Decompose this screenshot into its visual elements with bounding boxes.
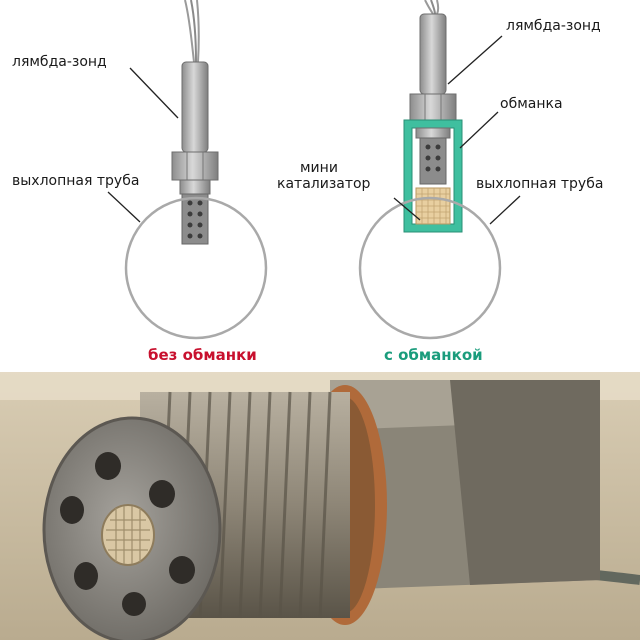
right-spacer-label: обманка [500,96,563,112]
right-exhaust-pipe-icon [358,196,502,340]
right-probe-tip-icon [419,137,447,185]
left-pipe-label: выхлопная труба [12,173,140,189]
right-pipe-leader-line [489,195,521,225]
right-pipe-label: выхлопная труба [476,176,604,192]
left-probe-tip-icon [181,193,209,245]
right-wires-icon [424,0,434,15]
right-mini-leader-line [393,197,421,221]
right-spacer-leader-line [459,111,499,149]
photo-catalyst-core-icon [101,504,155,566]
mini-catalyst-label-line1: мини [300,160,338,176]
right-lambda-leader-line [447,35,503,85]
right-sensor-assembly [358,0,521,340]
right-lambda-label: лямбда-зонд [506,18,601,34]
left-wires-icon [184,0,195,63]
left-lambda-label: лямбда-зонд [12,54,107,70]
right-hex-nut-icon [409,93,457,121]
left-exhaust-pipe-icon [124,196,268,340]
right-caption: с обманкой [384,346,483,364]
right-sensor-body-icon [419,13,447,95]
left-caption: без обманки [148,346,257,364]
left-lambda-leader-line [129,67,179,119]
left-sensor-assembly [107,0,268,340]
left-sensor-body-icon [181,61,209,153]
left-pipe-leader-line [107,191,141,223]
photo-spacer-closeup [0,372,640,640]
mini-catalyst-label-line2: катализатор [277,176,371,192]
left-hex-nut-icon [171,151,219,181]
